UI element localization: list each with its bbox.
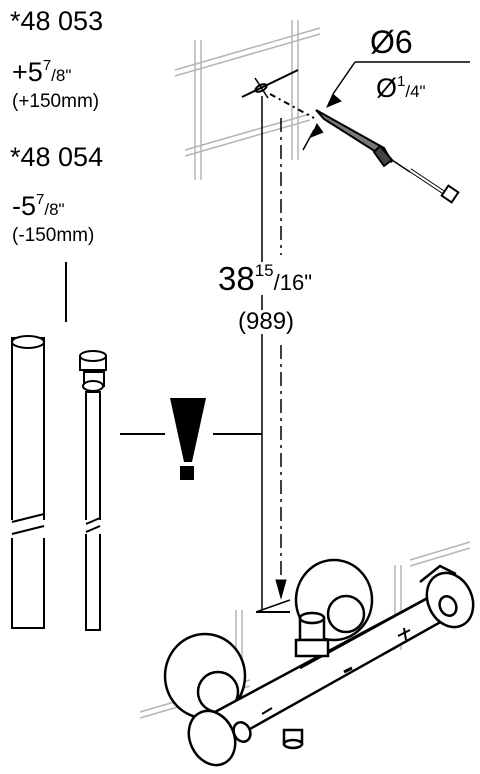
length-denominator: /8" (51, 66, 72, 85)
thermostat-mixer (163, 558, 475, 767)
length-sign: + (12, 57, 28, 87)
length-sign: - (12, 191, 21, 221)
length-whole: 5 (21, 191, 37, 221)
length-whole: 5 (27, 57, 43, 87)
height-whole: 38 (218, 260, 255, 297)
diameter-numerator: 1 (397, 73, 406, 90)
wall-tile-grid-upper (174, 20, 321, 180)
drill-diameter-imperial: Ø1/4" (376, 74, 426, 102)
extension-pipe-long (6, 335, 50, 629)
diameter-denominator: /4" (405, 82, 426, 101)
drill-diameter-metric: Ø6 (370, 24, 413, 60)
length-denominator: /8" (44, 200, 65, 219)
drill-hole-marker (241, 69, 315, 119)
extension-length-minus: -57/8" (12, 192, 65, 220)
diameter-symbol: Ø (376, 73, 398, 103)
height-dimension-inches: 3815/16" (218, 260, 313, 297)
exclamation-mark-icon (170, 398, 206, 480)
extension-length-mm-plus: (+150mm) (12, 91, 100, 112)
length-numerator: 7 (42, 57, 52, 74)
height-numerator: 15 (254, 261, 274, 280)
part-number-48053: *48 053 (10, 6, 104, 36)
drill-diameter-dimension (302, 61, 470, 151)
height-denominator: /16" (273, 270, 313, 295)
length-numerator: 7 (36, 191, 45, 208)
height-dimension-line (255, 96, 291, 613)
height-dimension-mm: (989) (238, 308, 295, 335)
extension-length-mm-minus: (-150mm) (12, 225, 95, 246)
extension-length-plus: +57/8" (12, 58, 71, 86)
drill-bit (315, 109, 460, 204)
extension-rod (79, 350, 107, 631)
part-number-48054: *48 054 (10, 142, 104, 172)
